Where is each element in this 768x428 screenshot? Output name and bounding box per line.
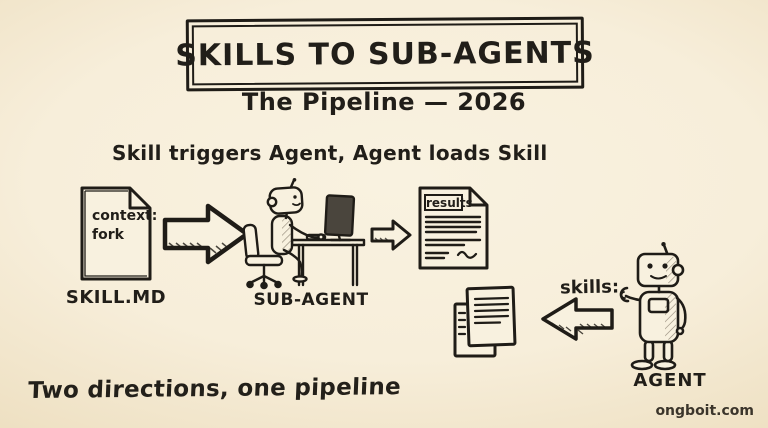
footer-caption: Two directions, one pipeline [27,374,402,404]
sub-agent-robot-icon [242,178,366,290]
skill-doc-line2: fork [92,227,124,243]
arrow-right-small-icon [370,219,412,251]
results-document-icon [418,186,489,270]
watermark: ongboit.com [655,403,754,419]
arrow-left-icon [541,297,614,341]
skill-doc-content: context: fork [92,207,157,245]
page-title: SKILLS TO SUB-AGENTS [175,35,595,73]
agent-robot-icon [619,242,687,371]
sub-agent-label: SUB-AGENT [253,290,369,310]
skill-doc-label: SKILL.MD [65,287,167,308]
subtitle: The Pipeline — 2026 [241,88,527,116]
arrow-right-large-icon [162,203,250,265]
title-box: SKILLS TO SUB-AGENTS [175,16,595,92]
agent-label: AGENT [633,370,707,391]
paper-stack-icon [453,285,517,358]
title-box-inner-border: SKILLS TO SUB-AGENTS [175,22,595,86]
skill-doc-line1: context: [92,208,158,224]
skill-document-icon [80,186,152,281]
tagline: Skill triggers Agent, Agent loads Skill [112,141,548,165]
results-doc-header: results [426,196,473,210]
